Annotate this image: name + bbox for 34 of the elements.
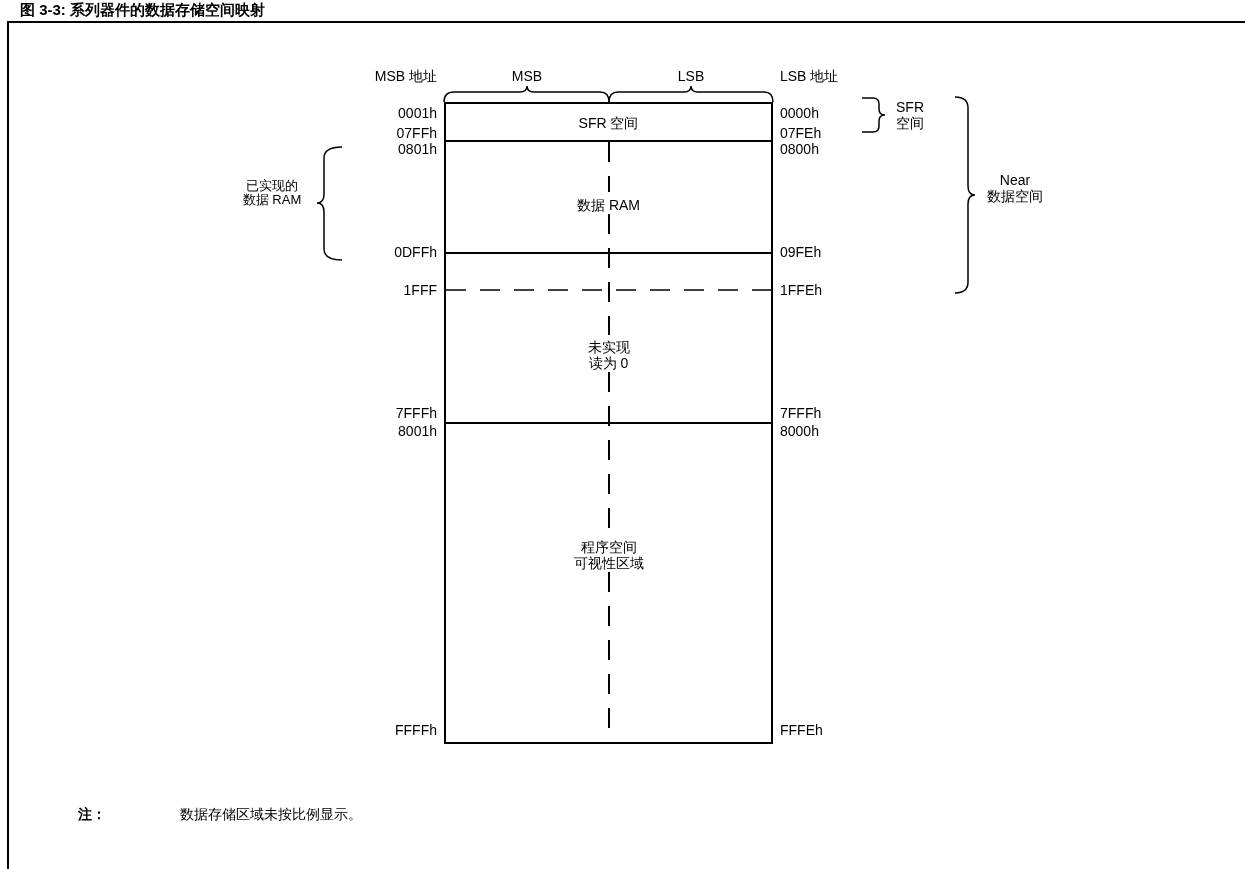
address-label: 0001h xyxy=(398,105,437,121)
column-header: LSB 地址 xyxy=(780,68,839,84)
address-label: 7FFFh xyxy=(395,405,437,421)
address-label: 1FFEh xyxy=(780,282,822,298)
column-header: MSB xyxy=(510,68,544,84)
memory-region-box xyxy=(444,102,773,142)
memory-region-box xyxy=(444,252,773,424)
note-text: 数据存储区域未按比例显示。 xyxy=(180,806,362,822)
address-label: 07FFh xyxy=(396,125,437,141)
address-label: 1FFF xyxy=(403,282,437,298)
address-label: FFFFh xyxy=(395,722,437,738)
brace-label: 已实现的数据 RAM xyxy=(241,179,303,207)
address-label: 0801h xyxy=(398,141,437,157)
column-header: LSB xyxy=(676,68,706,84)
address-label: 0000h xyxy=(780,105,819,121)
address-label: 07FEh xyxy=(780,125,822,141)
address-label: 09FEh xyxy=(780,244,822,260)
address-label: 0DFFh xyxy=(394,244,437,260)
figure-title: 图 3-3: 系列器件的数据存储空间映射 xyxy=(20,2,265,18)
memory-region-box xyxy=(444,140,773,254)
address-label: 8000h xyxy=(780,423,819,439)
address-label: 7FFFh xyxy=(780,405,822,421)
brace-label: SFR 空间 xyxy=(895,99,925,131)
column-header: MSB 地址 xyxy=(374,68,437,84)
region-label: 未实现读为 0 xyxy=(586,339,631,371)
region-label: 数据 RAM xyxy=(576,197,641,213)
memory-region-box xyxy=(444,422,773,744)
region-label: 程序空间可视性区域 xyxy=(572,539,645,571)
brace-label: Near 数据空间 xyxy=(986,172,1044,204)
address-label: FFFEh xyxy=(780,722,823,738)
address-label: 0800h xyxy=(780,141,819,157)
address-label: 8001h xyxy=(398,423,437,439)
region-label: SFR 空间 xyxy=(577,115,640,131)
note-label: 注： xyxy=(78,806,106,822)
